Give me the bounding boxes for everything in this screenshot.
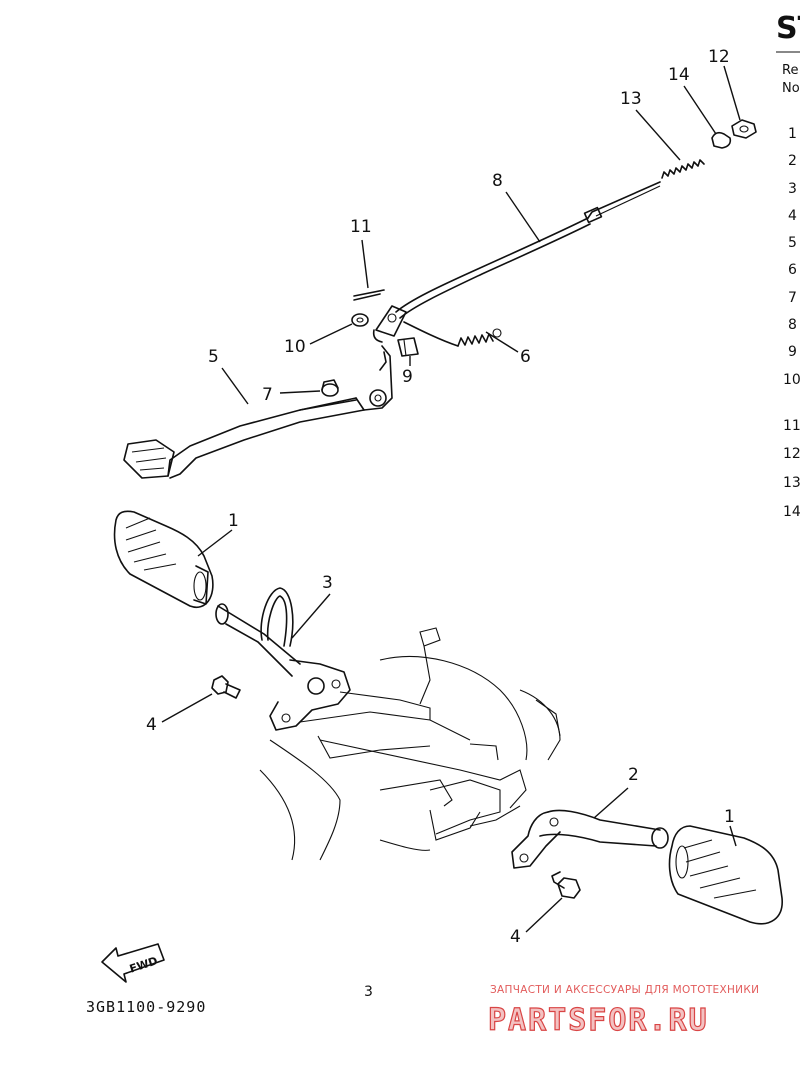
part-14-pin bbox=[711, 131, 732, 149]
part-3-footrest-bracket bbox=[215, 587, 351, 731]
callout-1-top: 1 bbox=[228, 511, 239, 531]
leader-8 bbox=[505, 191, 541, 243]
leader-7 bbox=[279, 390, 321, 394]
diagram-code: 3GB1100-9290 bbox=[86, 998, 206, 1016]
callout-10: 10 bbox=[284, 337, 306, 357]
leader-6 bbox=[485, 331, 519, 353]
callout-12: 12 bbox=[708, 47, 730, 67]
leader-5 bbox=[221, 367, 249, 405]
frame-context bbox=[259, 627, 561, 861]
part-9-clevis-pin bbox=[397, 337, 419, 357]
section-title-fragment: ST bbox=[776, 11, 800, 46]
callout-13: 13 bbox=[620, 89, 642, 109]
ref-number: 2 bbox=[788, 153, 797, 169]
leader-4-left bbox=[161, 693, 213, 723]
ref-number: 10 bbox=[783, 372, 800, 388]
ref-number: 5 bbox=[788, 235, 797, 251]
callout-2: 2 bbox=[628, 765, 639, 785]
part-7-grease-nipple bbox=[321, 379, 339, 397]
part-8-brake-rod bbox=[395, 181, 661, 319]
ref-number: 3 bbox=[788, 181, 797, 197]
leader-13 bbox=[635, 109, 681, 161]
callout-4-bottom: 4 bbox=[510, 927, 521, 947]
callout-7: 7 bbox=[262, 385, 273, 405]
leader-14 bbox=[683, 85, 717, 135]
fwd-label: FWD bbox=[128, 954, 159, 975]
leader-11 bbox=[361, 239, 369, 289]
part-4-bolt-bottom bbox=[551, 871, 581, 899]
watermark-tagline: ЗАПЧАСТИ И АКСЕССУАРЫ ДЛЯ МОТОТЕХНИКИ bbox=[490, 984, 759, 996]
callout-11: 11 bbox=[350, 217, 372, 237]
ref-number: 1 bbox=[788, 126, 797, 142]
part-1-footrest-rubber-left bbox=[113, 510, 214, 609]
callout-8: 8 bbox=[492, 171, 503, 191]
part-1-footrest-rubber-right bbox=[668, 825, 783, 925]
ref-number: 8 bbox=[788, 317, 797, 333]
callout-3: 3 bbox=[322, 573, 333, 593]
part-6-spring bbox=[403, 321, 502, 347]
ref-number-column: 1 2 3 4 5 6 7 8 9 10 11 12 13 14 bbox=[783, 126, 800, 520]
rod-end-clevis bbox=[372, 305, 407, 343]
ref-number: 14 bbox=[783, 504, 800, 520]
ref-number: 4 bbox=[788, 208, 797, 224]
leader-2 bbox=[593, 787, 629, 819]
leader-4-bottom bbox=[525, 897, 563, 933]
fwd-arrow: FWD bbox=[101, 943, 165, 983]
ref-number: 7 bbox=[788, 290, 797, 306]
watermark-brand: PARTSFOR.RU bbox=[488, 1003, 709, 1038]
part-10-washer bbox=[351, 313, 369, 327]
part-5-brake-pedal bbox=[123, 345, 393, 479]
column-no-fragment: No bbox=[782, 81, 800, 96]
part-4-bolt-left bbox=[211, 675, 241, 699]
ref-number: 13 bbox=[783, 475, 800, 491]
leader-3 bbox=[291, 593, 331, 639]
ref-number: 9 bbox=[788, 344, 797, 360]
callout-14: 14 bbox=[668, 65, 690, 85]
ref-number: 6 bbox=[788, 262, 797, 278]
ref-number: 11 bbox=[783, 418, 800, 434]
leader-1-bottom bbox=[729, 825, 737, 847]
leader-10 bbox=[309, 323, 353, 345]
part-11-cotter-pin bbox=[353, 289, 385, 301]
callout-5: 5 bbox=[208, 347, 219, 367]
ref-number: 12 bbox=[783, 446, 800, 462]
page-mark: 3 bbox=[364, 984, 373, 1000]
part-13-spring bbox=[661, 159, 705, 179]
callout-6: 6 bbox=[520, 347, 531, 367]
column-ref-fragment: Re bbox=[782, 63, 798, 78]
part-12-adjust-nut bbox=[731, 119, 757, 139]
callout-4-left: 4 bbox=[146, 715, 157, 735]
callout-1-bottom: 1 bbox=[724, 807, 735, 827]
part-2-footrest-bar-right bbox=[511, 809, 669, 869]
leader-12 bbox=[723, 65, 741, 121]
leader-1-top bbox=[197, 529, 233, 557]
callout-9: 9 bbox=[402, 367, 413, 387]
